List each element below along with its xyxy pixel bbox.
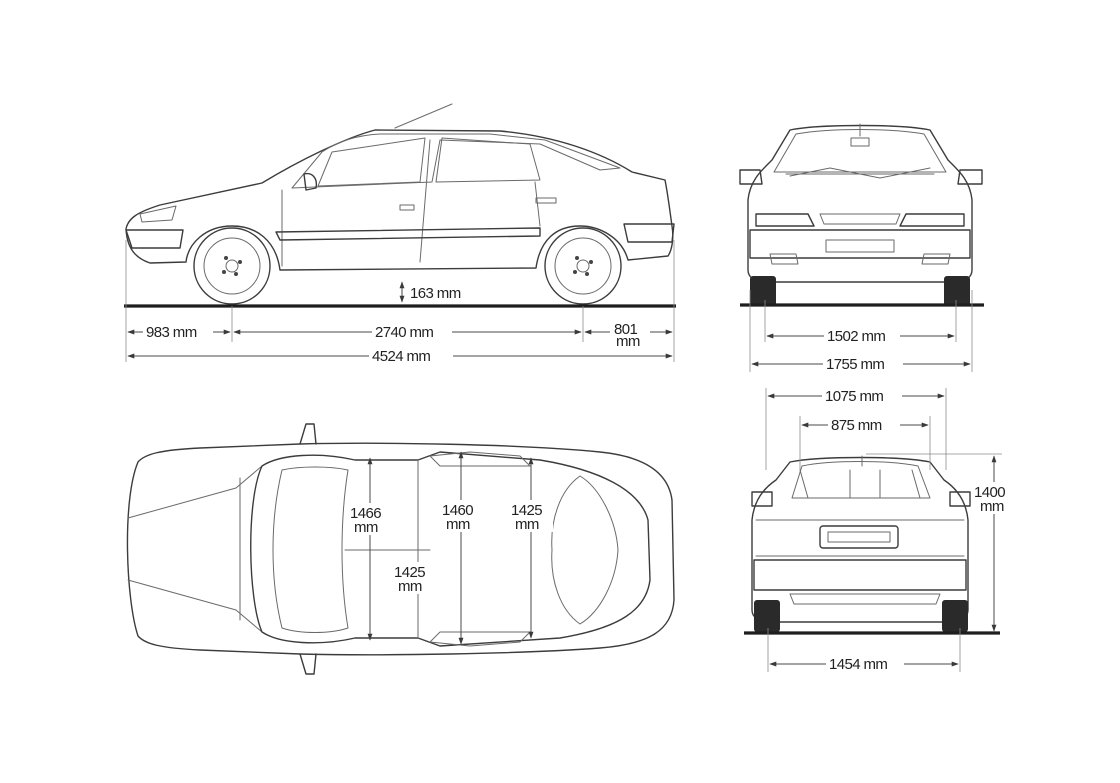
front-shoulder-width-value: 1425 xyxy=(394,564,425,581)
front-track-label: 1502 mm xyxy=(827,328,885,345)
front-shoulder-width-unit: mm xyxy=(398,578,422,595)
roof-width-label: 1075 mm xyxy=(825,388,883,405)
side-view: 163 mm 983 mm 2740 mm 801 mm 4524 mm xyxy=(124,103,676,365)
overall-length-label: 4524 mm xyxy=(372,348,430,365)
top-view: 1466 mm 1425 mm 1460 mm 1425 mm xyxy=(126,423,675,675)
front-elbow-width-value: 1466 xyxy=(350,505,381,522)
front-elbow-width-unit: mm xyxy=(354,519,378,536)
rear-view: 1075 mm 875 mm 1400 mm 1454 mm xyxy=(744,386,1018,673)
front-wheel xyxy=(193,227,271,305)
height-value: 1400 xyxy=(974,484,1005,501)
front-overhang-label: 983 mm xyxy=(146,324,197,341)
rear-shoulder-width-unit: mm xyxy=(515,516,539,533)
wheelbase-label: 2740 mm xyxy=(375,324,433,341)
ground-clearance-label: 163 mm xyxy=(410,285,461,302)
front-view: 1502 mm 1755 mm xyxy=(739,123,984,373)
height-unit: mm xyxy=(980,498,1004,515)
rear-shoulder-width-value: 1425 xyxy=(511,502,542,519)
rear-overhang-value: 801 xyxy=(614,321,637,338)
overall-width-label: 1755 mm xyxy=(826,356,884,373)
rear-wheel xyxy=(544,227,622,305)
rear-overhang-unit: mm xyxy=(616,333,640,350)
rear-track-label: 1454 mm xyxy=(829,656,887,673)
rear-window-width-label: 875 mm xyxy=(831,417,882,434)
rear-elbow-width-unit: mm xyxy=(446,516,470,533)
rear-elbow-width-value: 1460 xyxy=(442,502,473,519)
